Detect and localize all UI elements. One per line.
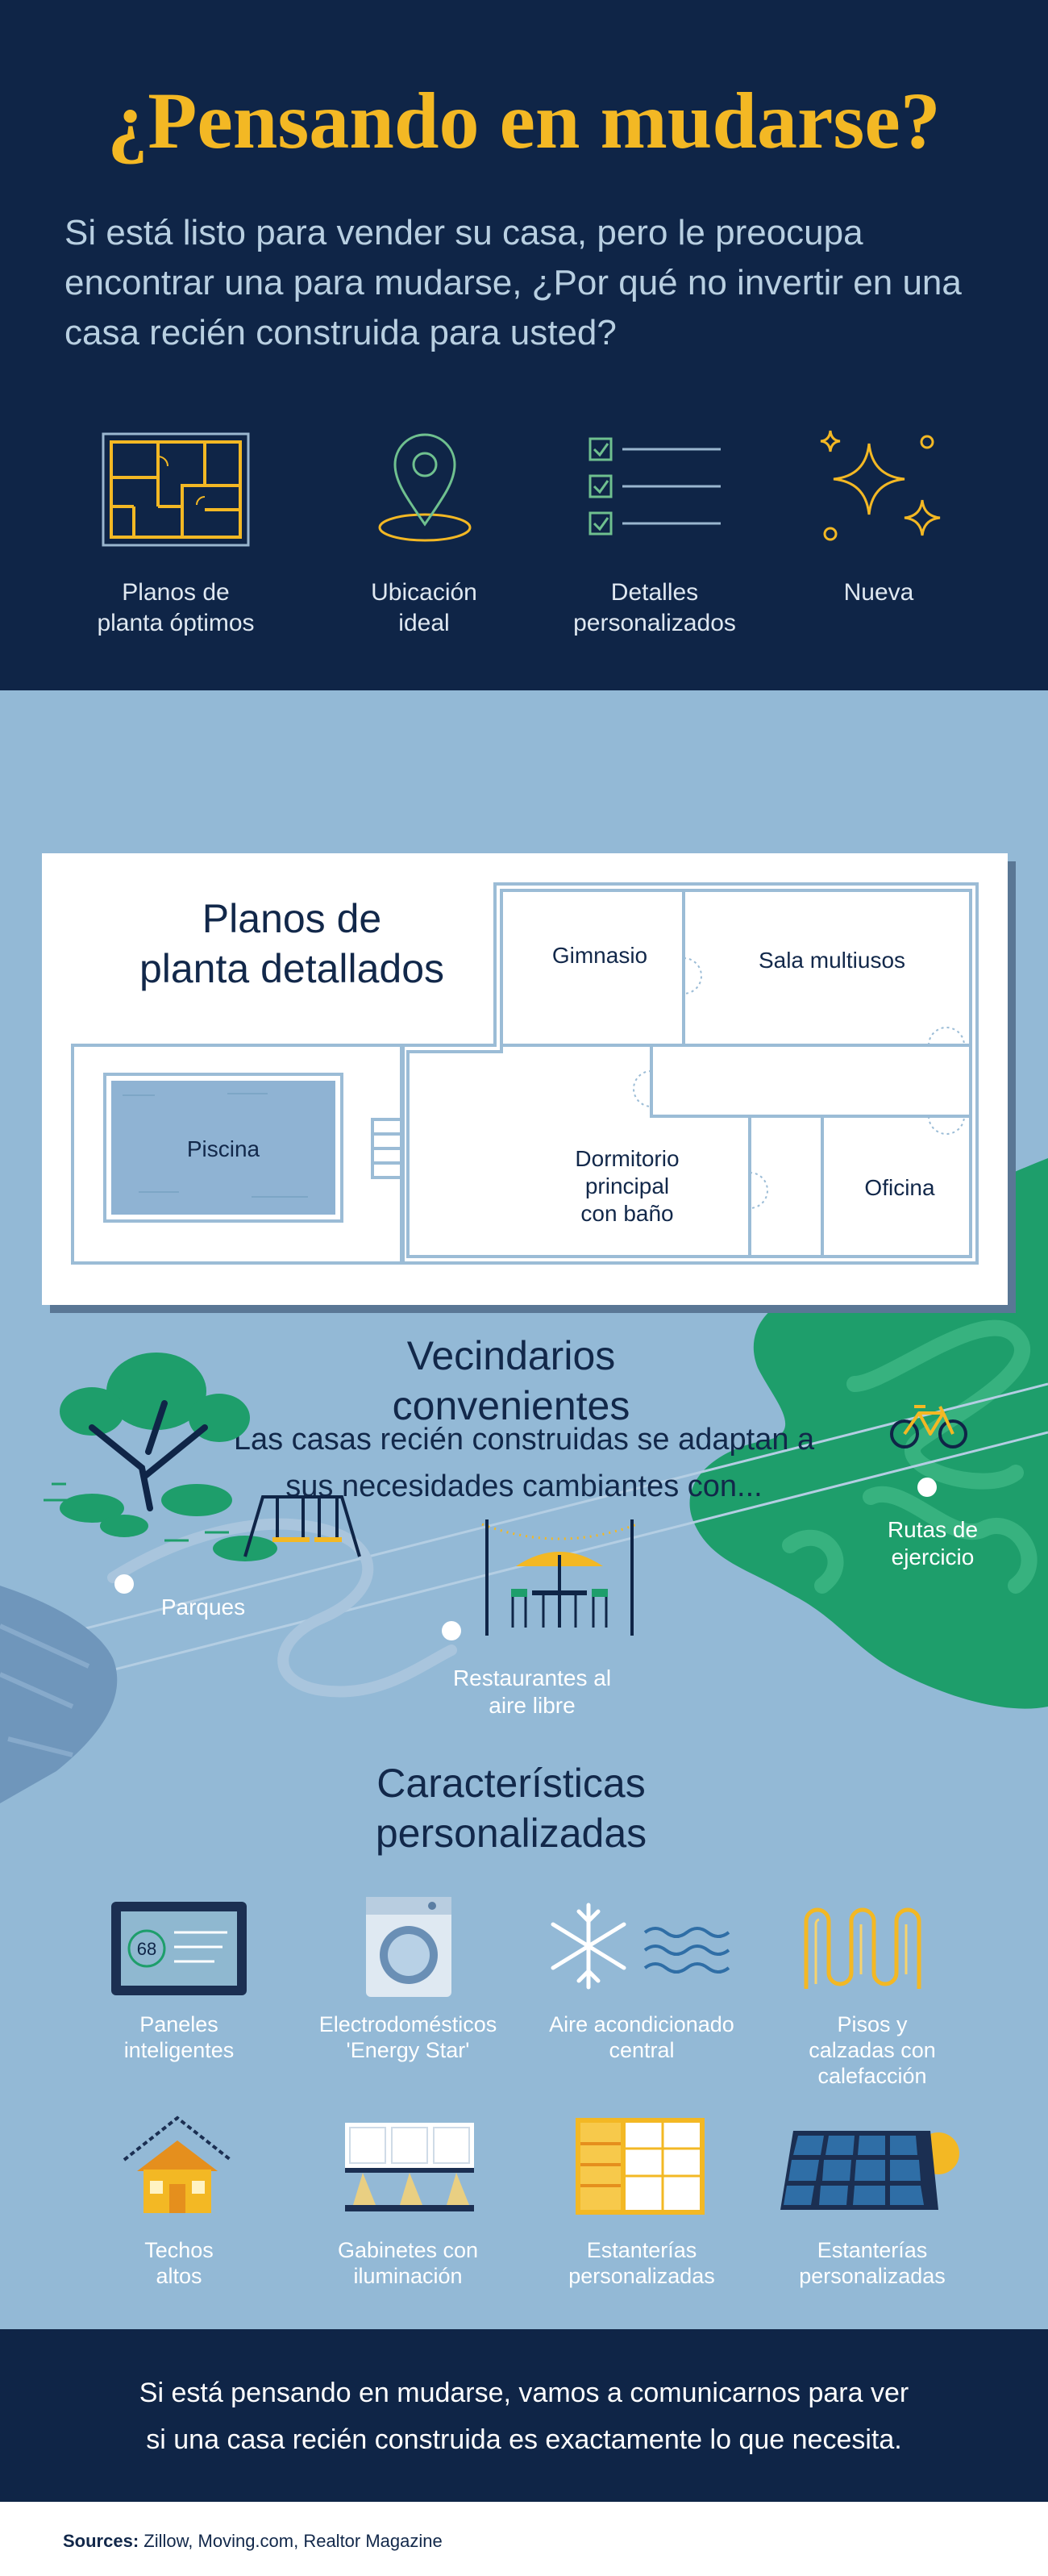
location-pin-icon bbox=[378, 433, 472, 542]
checklist-icon bbox=[588, 437, 721, 536]
sources: Sources: Zillow, Moving.com, Realtor Mag… bbox=[63, 2531, 443, 2552]
room-pool: Piscina bbox=[186, 1136, 260, 1161]
thermostat-value: 68 bbox=[137, 1939, 156, 1959]
floor-plan-icon bbox=[102, 432, 250, 547]
room-gym: Gimnasio bbox=[551, 943, 648, 968]
floor-plan-drawing bbox=[71, 882, 979, 1265]
lit-cabinet-icon bbox=[345, 2123, 474, 2211]
lead-text: Las casas recién construidas se adaptan … bbox=[233, 1423, 815, 1503]
park-icon bbox=[44, 1353, 361, 1561]
parks-marker bbox=[114, 1574, 134, 1594]
restaurants-marker bbox=[442, 1621, 461, 1640]
solar-panel-icon bbox=[780, 2131, 959, 2210]
heated-floor-icon bbox=[804, 1907, 921, 1989]
high-ceiling-house-icon bbox=[123, 2115, 232, 2213]
shelving-icon bbox=[576, 2118, 705, 2215]
intro-text: Si está listo para vender su casa, pero … bbox=[64, 213, 962, 352]
parks-label: Parques bbox=[160, 1594, 246, 1619]
washer-icon bbox=[366, 1897, 451, 1997]
sparkle-icon bbox=[820, 430, 941, 541]
room-multipurpose: Sala multiusos bbox=[758, 948, 906, 973]
benefit-label-new: Nueva bbox=[843, 579, 914, 606]
sources-label: Sources: bbox=[63, 2531, 139, 2551]
snowflake-icon bbox=[551, 1903, 730, 1990]
header-section: ¿Pensando en mudarse? Si está listo para… bbox=[0, 0, 1048, 690]
outdoor-restaurant-icon bbox=[481, 1519, 638, 1636]
page-title: ¿Pensando en mudarse? bbox=[107, 76, 941, 165]
cta-section: Si está pensando en mudarse, vamos a com… bbox=[0, 2329, 1048, 2502]
sources-text: Zillow, Moving.com, Realtor Magazine bbox=[139, 2531, 443, 2551]
cta-text: Si está pensando en mudarse, vamos a com… bbox=[139, 2378, 909, 2455]
feature-label-energy-star: Electrodomésticos'Energy Star' bbox=[318, 2012, 497, 2062]
room-office: Oficina bbox=[864, 1175, 935, 1200]
trails-marker bbox=[917, 1478, 937, 1497]
smart-panel-icon: 68 bbox=[111, 1902, 247, 1995]
footer: Sources: Zillow, Moving.com, Realtor Mag… bbox=[0, 2502, 1048, 2576]
bicycle-icon bbox=[890, 1405, 967, 1448]
